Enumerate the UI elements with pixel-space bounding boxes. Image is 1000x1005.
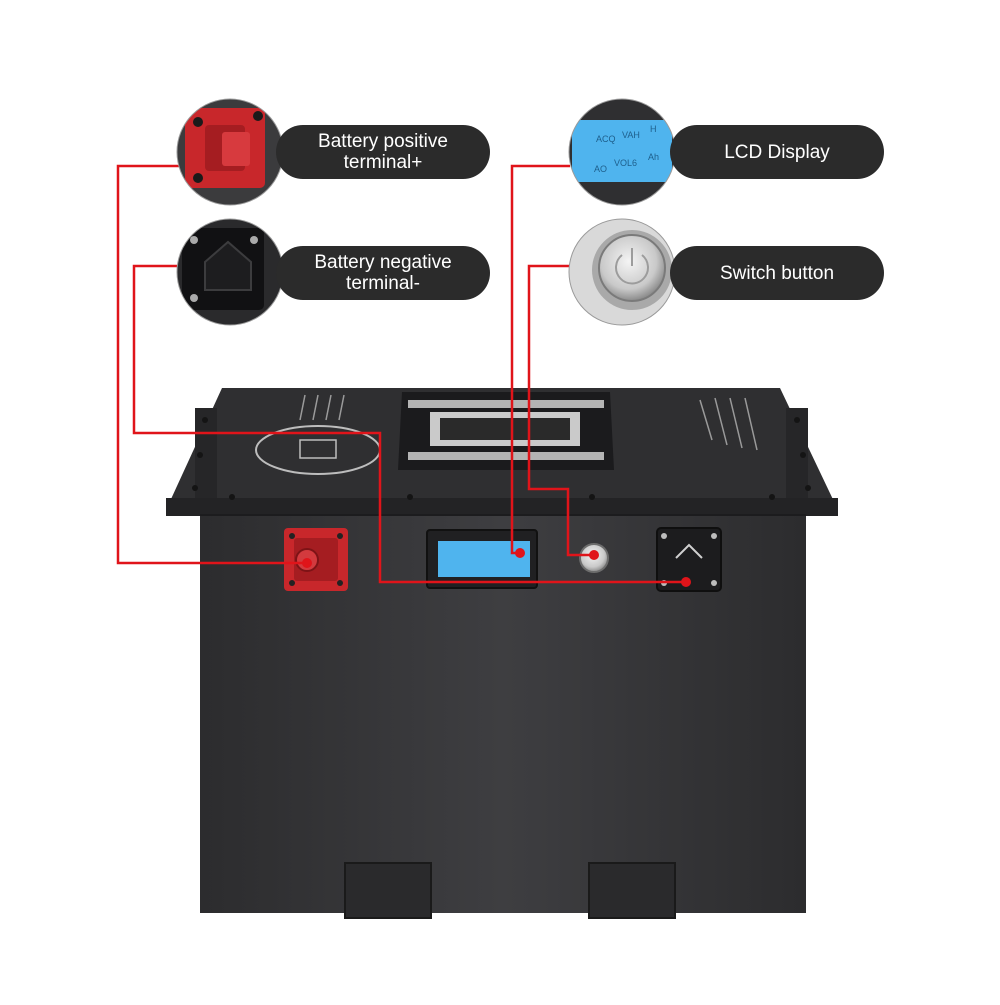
handle-icon [398, 392, 614, 470]
battery-feet [344, 862, 676, 919]
inset-switch [568, 218, 676, 326]
battery-lid [166, 388, 838, 516]
lcd-inset-row2-c: Ah [648, 152, 659, 162]
positive-terminal-label-line1: Battery positive [318, 131, 448, 152]
inset-lcd: ACQ VAH H AO VOL6 Ah [568, 98, 676, 206]
foot-left [344, 862, 432, 919]
leader-negative [132, 264, 686, 584]
lcd-display-label-text: LCD Display [724, 141, 830, 163]
lid-rib-right [786, 408, 808, 498]
lcd-inset-row2-b: VOL6 [614, 158, 637, 168]
positive-terminal-icon[interactable] [284, 528, 348, 591]
inset-positive [176, 98, 284, 206]
lid-rim [166, 498, 838, 516]
negative-terminal-label-line2: terminal- [346, 273, 420, 294]
positive-terminal-label-line2: terminal+ [343, 152, 423, 173]
negative-terminal-label-line1: Battery negative [314, 252, 452, 273]
leader-positive [116, 164, 307, 565]
inset-negative [176, 218, 284, 326]
foot-right [588, 862, 676, 919]
leader-dots [302, 548, 691, 587]
lcd-inset-row1-b: VAH [622, 130, 640, 140]
lcd-inset-row1-a: ACQ [596, 134, 616, 144]
lcd-inset-row1-c: H [650, 124, 657, 134]
lcd-inset-row2-a: AO [594, 164, 607, 174]
lid-spec-marks [299, 394, 758, 451]
leader-switch [527, 264, 594, 557]
lid-rivets [192, 417, 811, 500]
lcd-screen-icon [426, 529, 538, 589]
lcd-display-label: LCD Display [670, 125, 884, 179]
switch-button-label-text: Switch button [719, 262, 835, 284]
switch-button-label: Switch button [670, 246, 884, 300]
battery-body-group [166, 388, 838, 919]
positive-terminal-label: Battery positive terminal+ [276, 125, 490, 179]
negative-terminal-label: Battery negative terminal- [276, 246, 490, 300]
lid-rib-left [195, 408, 217, 498]
